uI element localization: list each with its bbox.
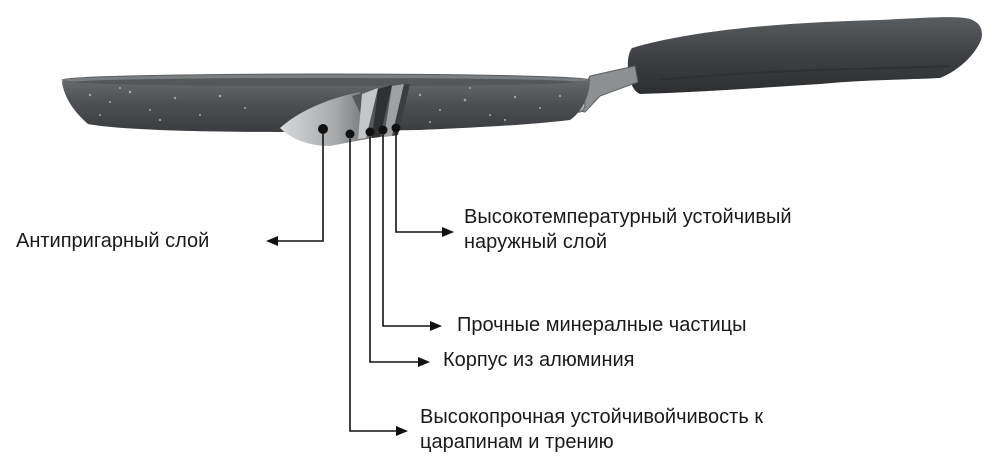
label-body-text: Корпус из алюминия [443,349,635,371]
leader-scratch [349,139,398,432]
label-nonstick-layer: Антипригарный слой [16,229,209,254]
arrow-icon [418,357,430,367]
label-scratch-line1: Высокопрочная устойчивойчивость к [420,406,764,428]
leader-nonstick [276,134,324,242]
arrow-icon [266,236,278,246]
arrow-icon [442,227,454,237]
label-scratch-resistance: Высокопрочная устойчивойчивость к царапи… [420,405,763,455]
leader-minerals [382,135,432,327]
label-scratch-line2: царапинам и трению [420,431,614,453]
label-mineral-particles: Прочные минералные частицы [457,313,747,338]
label-aluminium-body: Корпус из алюминия [443,348,635,373]
stone-speckles [88,87,562,123]
layer-dot-body [365,127,375,137]
leader-body [369,137,420,363]
label-outer-line1: Высокотемпературный устойчивый [464,206,792,228]
layer-dot-outer [391,123,401,133]
pan-handle [627,17,982,95]
frying-pan [61,17,982,146]
leader-lines [266,133,454,436]
arrow-icon [430,321,442,331]
label-outer-layer: Высокотемпературный устойчивый наружный … [464,205,792,255]
pan-inner [74,78,578,86]
arrow-icon [396,426,408,436]
label-outer-line2: наружный слой [464,231,608,253]
layer-dot-nonstick [318,124,328,134]
label-nonstick-text: Антипригарный слой [16,230,210,252]
leader-outer [395,133,444,233]
layer-dot-minerals [378,125,388,135]
layer-cutaway [280,84,410,146]
handle-grip-ridge [659,65,951,81]
label-minerals-text: Прочные минералные частицы [457,314,747,336]
layer-dot-scratch [345,129,355,139]
